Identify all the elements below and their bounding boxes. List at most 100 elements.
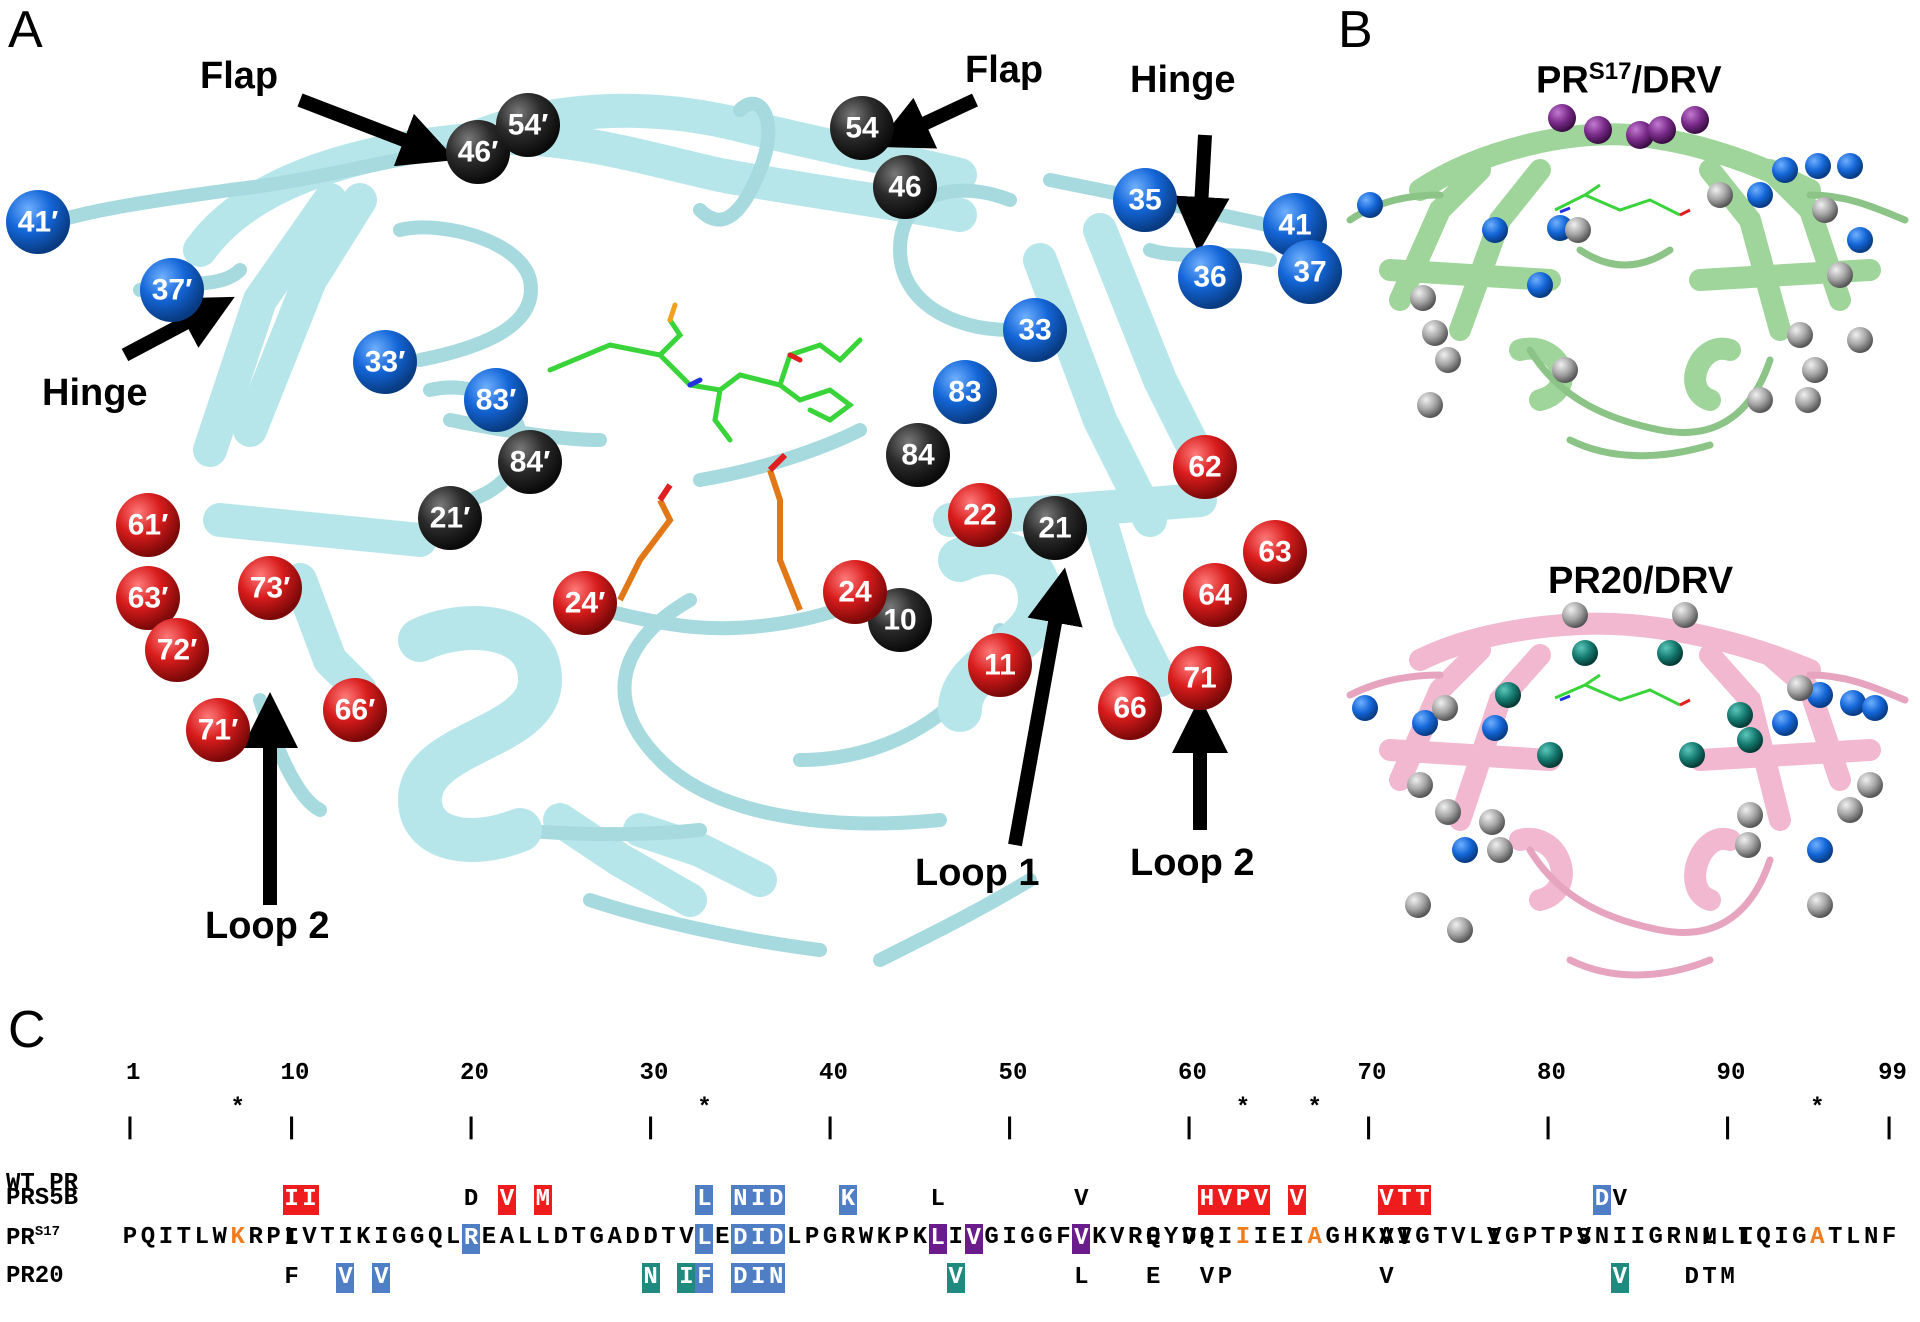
wt-residue: D (643, 1224, 658, 1251)
residue-label: 72′ (157, 634, 198, 667)
ruler-tick: | (1361, 1115, 1376, 1142)
mutation-residue: I (677, 1263, 696, 1293)
mutation-residue: N (731, 1185, 750, 1215)
mutation-residue: V (497, 1185, 516, 1215)
pr20-spheres (1352, 602, 1888, 943)
callout-flap-left: Flap (200, 55, 278, 97)
title-superscript: S17 (1588, 58, 1632, 85)
wt-residue: G (1504, 1224, 1520, 1251)
wt-residue: P (122, 1224, 138, 1251)
mutation-residue: N (641, 1263, 660, 1293)
wt-residue: T (176, 1224, 192, 1251)
ruler-number: 40 (819, 1060, 848, 1087)
ruler-tick: | (1181, 1115, 1197, 1142)
row-label: PR20 (6, 1263, 64, 1290)
wt-residue: W (858, 1224, 874, 1251)
residue-sphere: 84′ (498, 430, 562, 494)
wt-residue: I (1002, 1224, 1017, 1251)
wt-residue: L (786, 1224, 802, 1251)
residue-sphere: 72′ (145, 618, 209, 682)
wt-residue: K (876, 1224, 892, 1251)
wt-residue: W (212, 1224, 227, 1251)
wt-residue: K (356, 1224, 371, 1251)
ruler-tick: | (1881, 1115, 1897, 1142)
callout-loop1: Loop 1 (915, 852, 1040, 894)
wt-residue: A (1379, 1224, 1394, 1251)
wt-residue: L (1702, 1224, 1717, 1251)
mutation-residue: M (1702, 1225, 1717, 1252)
wt-residue: E (715, 1224, 730, 1251)
wt-residue: I (1253, 1224, 1269, 1251)
residue-sphere: 62 (1173, 435, 1237, 499)
callout-loop2-left: Loop 2 (205, 905, 330, 947)
mutation-residue: L (928, 1224, 947, 1254)
wt-residue: L (194, 1224, 209, 1251)
wt-residue: A (607, 1224, 622, 1251)
mutation-residue: V (1072, 1224, 1091, 1254)
wt-residue: D (625, 1224, 640, 1251)
side-chain-asp25 (617, 452, 803, 612)
wt-residue: I (374, 1224, 389, 1251)
residue-sphere: 11 (968, 633, 1032, 697)
ruler-tick: | (1002, 1115, 1017, 1142)
residue-label: 11 (984, 649, 1016, 682)
residue-sphere: 83′ (464, 368, 528, 432)
wt-residue: L (535, 1224, 551, 1251)
residue-label: 21′ (430, 502, 471, 535)
mutation-residue: V (1379, 1264, 1394, 1291)
residue-label: 41 (1278, 209, 1311, 242)
wt-residue: Q (1145, 1224, 1161, 1251)
ruler-number: 80 (1537, 1060, 1566, 1087)
residue-sphere: 33′ (353, 330, 417, 394)
panel-label-a: A (8, 1, 43, 59)
mutation-residue: V (1251, 1185, 1270, 1215)
ruler-tick: | (463, 1115, 479, 1142)
wt-residue: P (804, 1224, 820, 1251)
residue-label: 33 (1018, 314, 1051, 347)
wt-residue: Y (1163, 1224, 1179, 1251)
wt-residue: R (1666, 1224, 1681, 1251)
wt-residue: G (409, 1224, 425, 1251)
residue-label: 84 (901, 439, 935, 472)
mutation-residue: I (749, 1185, 768, 1215)
wt-residue: K (230, 1224, 245, 1251)
mutation-residue: E (1145, 1225, 1161, 1252)
ruler-number: 1 (126, 1060, 141, 1087)
ruler-star: * (1810, 1095, 1825, 1122)
residue-label: 63 (1258, 536, 1291, 569)
residue-sphere: 73′ (238, 556, 302, 620)
residue-label: 46 (888, 171, 921, 204)
mutation-residue: L (1738, 1225, 1753, 1252)
ruler-number: 30 (639, 1060, 669, 1087)
title-pr: PR (1536, 59, 1589, 102)
prs17-spheres (1357, 104, 1873, 418)
wt-residue: V (1451, 1224, 1466, 1251)
residue-label: 73′ (250, 572, 291, 605)
wt-residue: I (1289, 1224, 1304, 1251)
mutation-residue: V (1074, 1186, 1089, 1213)
ruler-star: * (230, 1095, 245, 1122)
residue-label: 37 (1293, 256, 1326, 289)
wt-residue: K (1361, 1224, 1376, 1251)
mutation-residue: T (1413, 1185, 1432, 1215)
wt-residue: Q (140, 1224, 156, 1251)
mutation-residue: M (1720, 1264, 1735, 1291)
mutation-residue: V (1397, 1225, 1412, 1252)
wt-residue: T (1828, 1224, 1843, 1251)
wt-residue: I (1630, 1224, 1645, 1251)
wt-residue: L (445, 1224, 461, 1251)
mutation-residue: L (930, 1186, 945, 1213)
wt-residue: T (1540, 1224, 1556, 1251)
mutation-residue: D (767, 1224, 786, 1254)
mutation-residue: V (946, 1263, 965, 1293)
residue-sphere: 54 (830, 96, 894, 160)
ruler-number: 60 (1178, 1060, 1207, 1087)
wt-residue: F (1056, 1224, 1071, 1251)
wt-residue: P (1558, 1224, 1574, 1251)
ruler-number: 99 (1878, 1060, 1907, 1087)
wt-residue: Q (1756, 1224, 1771, 1251)
row-label: PRS5B (6, 1185, 79, 1212)
